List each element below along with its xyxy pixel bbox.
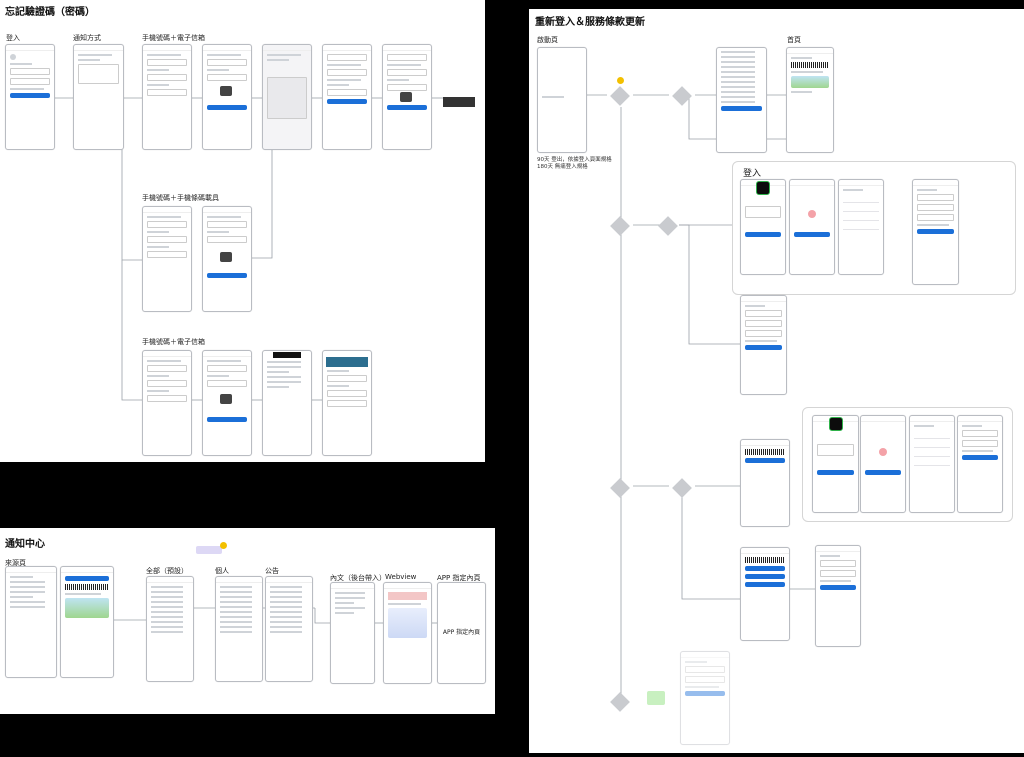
- board-title-forgot-code: 忘記驗證碼（密碼）: [5, 7, 95, 18]
- screen-login: [5, 44, 55, 150]
- screen-verify-a: [322, 44, 372, 150]
- start-marker: [617, 77, 624, 84]
- label-launch: 啟動頁: [537, 36, 558, 44]
- face-id-scanner: [756, 181, 770, 195]
- screen-login-form-1: [912, 179, 959, 285]
- screen-notify-method: [73, 44, 124, 150]
- screen-home: [786, 47, 834, 153]
- screen-keypad: [262, 44, 312, 150]
- screen-email-webpage: [322, 350, 372, 456]
- screen-webview: [383, 582, 432, 684]
- app-page-inner-label: APP 指定內頁: [442, 629, 481, 636]
- screen-notify-personal: [215, 576, 263, 682]
- label-webview: Webview: [385, 573, 417, 581]
- board-relogin-terms: 重新登入＆服務條款更新 啟動頁 首頁 90天 登出，依據登入頁面規格 180天 …: [529, 9, 1024, 753]
- label-content-backend: 內文（後台帶入）: [330, 574, 386, 582]
- sticky-note-green: [647, 691, 665, 705]
- screen-phone-email-a: [142, 44, 192, 150]
- label-source-page: 來源頁: [5, 559, 26, 567]
- screen-content: [330, 582, 375, 684]
- loading-dialog-3: [220, 252, 232, 262]
- label-notify-method: 通知方式: [73, 34, 101, 42]
- flow-connectors: [53, 97, 443, 401]
- screen-notify-announce: [265, 576, 313, 682]
- label-all-default: 全部（預設）: [146, 567, 188, 575]
- screen-source-home: [60, 566, 114, 678]
- screen-phone-email-c: [142, 350, 192, 456]
- board-title-relogin-terms: 重新登入＆服務條款更新: [535, 17, 645, 28]
- label-phone-email-1: 手機號碼＋電子信箱: [142, 34, 205, 42]
- screen-login-form-3: [957, 415, 1003, 513]
- board-notification-center: 通知中心 來源頁 全部（預設） 個人 公告 內文（後台帶入） Webview A…: [0, 528, 495, 714]
- screen-face-id-2: [812, 415, 859, 513]
- board-forgot-code: 忘記驗證碼（密碼） 登入 通知方式 手機號碼＋電子信箱 手機號碼＋手機條碼載具 …: [0, 0, 485, 462]
- screen-touch-id: [789, 179, 835, 275]
- screen-terms: [716, 47, 767, 153]
- screen-source-menu: [5, 566, 57, 678]
- end-node: [443, 97, 475, 107]
- label-login: 登入: [6, 34, 20, 42]
- screen-home-2: [740, 439, 790, 527]
- screen-phone-email-b: [202, 44, 252, 150]
- label-announcement: 公告: [265, 567, 279, 575]
- label-personal: 個人: [215, 567, 229, 575]
- screen-email-message: [262, 350, 312, 456]
- loading-dialog-2: [400, 92, 412, 102]
- screen-launch: [537, 47, 587, 153]
- board-title-notification-center: 通知中心: [5, 539, 45, 550]
- screen-face-id: [740, 179, 786, 275]
- screen-touch-id-2: [860, 415, 906, 513]
- sticky-note-purple: [196, 546, 222, 554]
- note-line-2: 180天 無痛登入規格: [537, 164, 588, 170]
- label-home: 首頁: [787, 36, 801, 44]
- screen-login-faded: [680, 651, 730, 745]
- screen-pin-code: [838, 179, 884, 275]
- label-phone-barcode: 手機號碼＋手機條碼載具: [142, 194, 219, 202]
- note-line-1: 90天 登出，依據登入頁面規格: [537, 157, 612, 163]
- screen-barcode-a: [142, 206, 192, 312]
- label-phone-email-2: 手機號碼＋電子信箱: [142, 338, 205, 346]
- loading-dialog-1: [220, 86, 232, 96]
- label-app-page: APP 指定內頁: [437, 574, 481, 582]
- screen-login-form-2: [740, 295, 787, 395]
- screen-app-page: APP 指定內頁: [437, 582, 486, 684]
- sticky-marker: [220, 542, 227, 549]
- label-login-section: 登入: [743, 169, 762, 179]
- screen-login-form-4: [815, 545, 861, 647]
- loading-dialog-4: [220, 394, 232, 404]
- screen-pin-code-2: [909, 415, 955, 513]
- screen-notify-all: [146, 576, 194, 682]
- screen-home-3: [740, 547, 790, 641]
- face-id-scanner-2: [829, 417, 843, 431]
